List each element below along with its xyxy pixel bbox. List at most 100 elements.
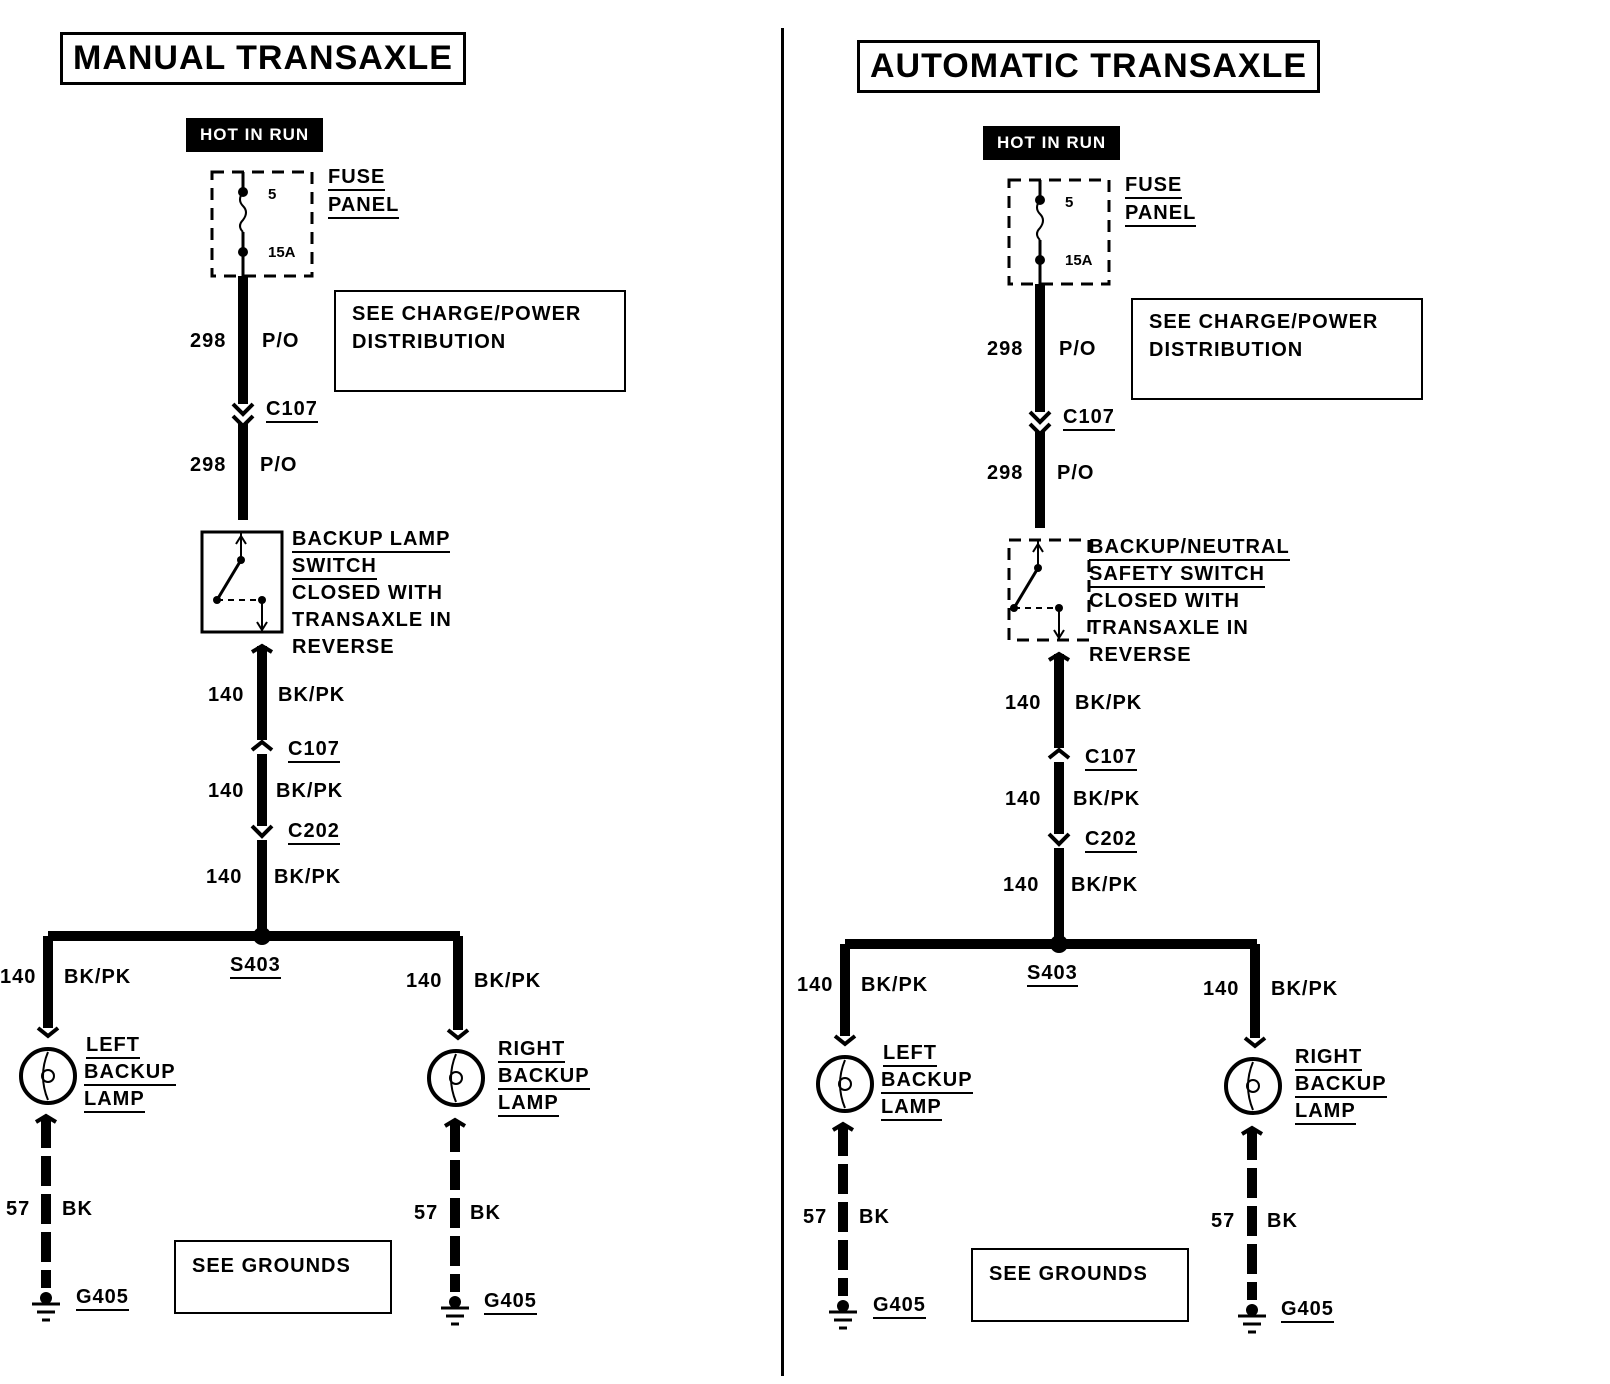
see-charge-note: SEE CHARGE/POWER DISTRIBUTION <box>334 290 626 392</box>
right-ground-icon <box>1238 1314 1266 1334</box>
see-grounds-note: SEE GROUNDS <box>174 1240 392 1314</box>
right-branch-number: 140 <box>1203 978 1240 1000</box>
wire-298-color-lower: P/O <box>1057 462 1095 484</box>
wire-140-number-3: 140 <box>206 866 243 888</box>
left-ground-icon <box>32 1302 60 1322</box>
switch-label-3: CLOSED WITH <box>1089 590 1240 612</box>
wire-140-number-1: 140 <box>208 684 245 706</box>
right-branch-color: BK/PK <box>1271 978 1339 1000</box>
connector-c202 <box>1047 832 1071 847</box>
left-branch-color: BK/PK <box>861 974 929 996</box>
fuse-label-1: FUSE <box>328 166 386 191</box>
left-lamp-label-1: LEFT <box>883 1042 937 1067</box>
left-ground-icon <box>829 1310 857 1330</box>
fuse-panel-box <box>210 170 314 278</box>
wire-140-color-1: BK/PK <box>278 684 346 706</box>
right-ground-wire-color: BK <box>1267 1210 1298 1232</box>
left-ground-wire-number: 57 <box>803 1206 828 1228</box>
wire-298-color: P/O <box>262 330 300 352</box>
automatic-transaxle-panel: AUTOMATIC TRANSAXLE HOT IN RUN 5 15A FUS… <box>797 8 1602 1384</box>
connector-c107-lower <box>1047 747 1071 760</box>
hot-in-run-badge: HOT IN RUN <box>983 126 1121 160</box>
wire-298-color: P/O <box>1059 338 1097 360</box>
right-ground-label: G405 <box>484 1290 537 1315</box>
connector-c107-lower <box>250 739 274 752</box>
right-lamp-label-3: LAMP <box>1295 1100 1356 1125</box>
right-lamp-icon <box>1224 1057 1282 1115</box>
left-ground-wire-color: BK <box>62 1198 93 1220</box>
wire-140-number-2: 140 <box>1005 788 1042 810</box>
backup-switch-box <box>1007 538 1091 642</box>
splice-s403-label: S403 <box>1027 962 1078 987</box>
right-ground-wire-number: 57 <box>414 1202 439 1224</box>
right-ground-label: G405 <box>1281 1298 1334 1323</box>
left-ground-wire-color: BK <box>859 1206 890 1228</box>
right-ground-wire-number: 57 <box>1211 1210 1236 1232</box>
splice-s403-label: S403 <box>230 954 281 979</box>
left-lamp-label-1: LEFT <box>86 1034 140 1059</box>
fuse-label-2: PANEL <box>1125 202 1197 227</box>
fuse-amperage: 15A <box>268 244 296 261</box>
see-grounds-note: SEE GROUNDS <box>971 1248 1189 1322</box>
connector-c107-label: C107 <box>266 398 318 423</box>
wire-298-color-lower: P/O <box>260 454 298 476</box>
hot-in-run-badge: HOT IN RUN <box>186 118 324 152</box>
right-lamp-icon <box>427 1049 485 1107</box>
fuse-amperage: 15A <box>1065 252 1093 269</box>
left-ground-label: G405 <box>76 1286 129 1311</box>
panel-divider <box>781 28 784 1376</box>
wire-140-color-2: BK/PK <box>276 780 344 802</box>
wire-298-number: 298 <box>987 338 1024 360</box>
wiring-svg <box>816 178 1282 1334</box>
left-lamp-label-3: LAMP <box>881 1096 942 1121</box>
panel-title: AUTOMATIC TRANSAXLE <box>857 40 1321 93</box>
switch-label-4: TRANSAXLE IN <box>1089 617 1249 639</box>
left-branch-color: BK/PK <box>64 966 132 988</box>
connector-c202 <box>250 824 274 839</box>
right-lamp-label-2: BACKUP <box>498 1065 590 1090</box>
splice-s403-dot <box>253 927 271 945</box>
panel-title: MANUAL TRANSAXLE <box>60 32 466 85</box>
see-charge-note: SEE CHARGE/POWER DISTRIBUTION <box>1131 298 1423 400</box>
wire-140-color-2: BK/PK <box>1073 788 1141 810</box>
wire-140-number-2: 140 <box>208 780 245 802</box>
left-ground-wire-number: 57 <box>6 1198 31 1220</box>
switch-label-5: REVERSE <box>1089 644 1192 666</box>
fuse-number: 5 <box>1065 194 1074 211</box>
left-lamp-label-2: BACKUP <box>881 1069 973 1094</box>
left-branch-number: 140 <box>797 974 834 996</box>
right-ground-wire-color: BK <box>470 1202 501 1224</box>
wire-140-number-1: 140 <box>1005 692 1042 714</box>
splice-s403-dot <box>1050 935 1068 953</box>
left-lamp-icon <box>816 1055 874 1113</box>
left-lamp-icon <box>19 1047 77 1105</box>
right-branch-color: BK/PK <box>474 970 542 992</box>
left-lamp-label-2: BACKUP <box>84 1061 176 1086</box>
wire-140-color-3: BK/PK <box>274 866 342 888</box>
switch-label-3: CLOSED WITH <box>292 582 443 604</box>
fuse-number: 5 <box>268 186 277 203</box>
fuse-panel-box <box>1007 178 1111 286</box>
right-lamp-label-1: RIGHT <box>1295 1046 1363 1071</box>
wire-298-number-lower: 298 <box>987 462 1024 484</box>
left-lamp-label-3: LAMP <box>84 1088 145 1113</box>
switch-label-1: BACKUP/NEUTRAL <box>1089 536 1290 561</box>
connector-c107-upper <box>231 402 255 417</box>
switch-label-2: SAFETY SWITCH <box>1089 563 1265 588</box>
connector-c107-lower-label: C107 <box>1085 746 1137 771</box>
manual-transaxle-panel: MANUAL TRANSAXLE HOT IN RUN 5 15A FUSE P… <box>0 0 805 1376</box>
wire-140-color-1: BK/PK <box>1075 692 1143 714</box>
switch-label-4: TRANSAXLE IN <box>292 609 452 631</box>
left-ground-label: G405 <box>873 1294 926 1319</box>
switch-label-2: SWITCH <box>292 555 377 580</box>
wire-140-color-3: BK/PK <box>1071 874 1139 896</box>
right-lamp-label-2: BACKUP <box>1295 1073 1387 1098</box>
wire-140-number-3: 140 <box>1003 874 1040 896</box>
fuse-label-1: FUSE <box>1125 174 1183 199</box>
switch-label-5: REVERSE <box>292 636 395 658</box>
right-lamp-label-3: LAMP <box>498 1092 559 1117</box>
switch-label-1: BACKUP LAMP <box>292 528 451 553</box>
connector-c107-lower-label: C107 <box>288 738 340 763</box>
fuse-label-2: PANEL <box>328 194 400 219</box>
right-ground-icon <box>441 1306 469 1326</box>
